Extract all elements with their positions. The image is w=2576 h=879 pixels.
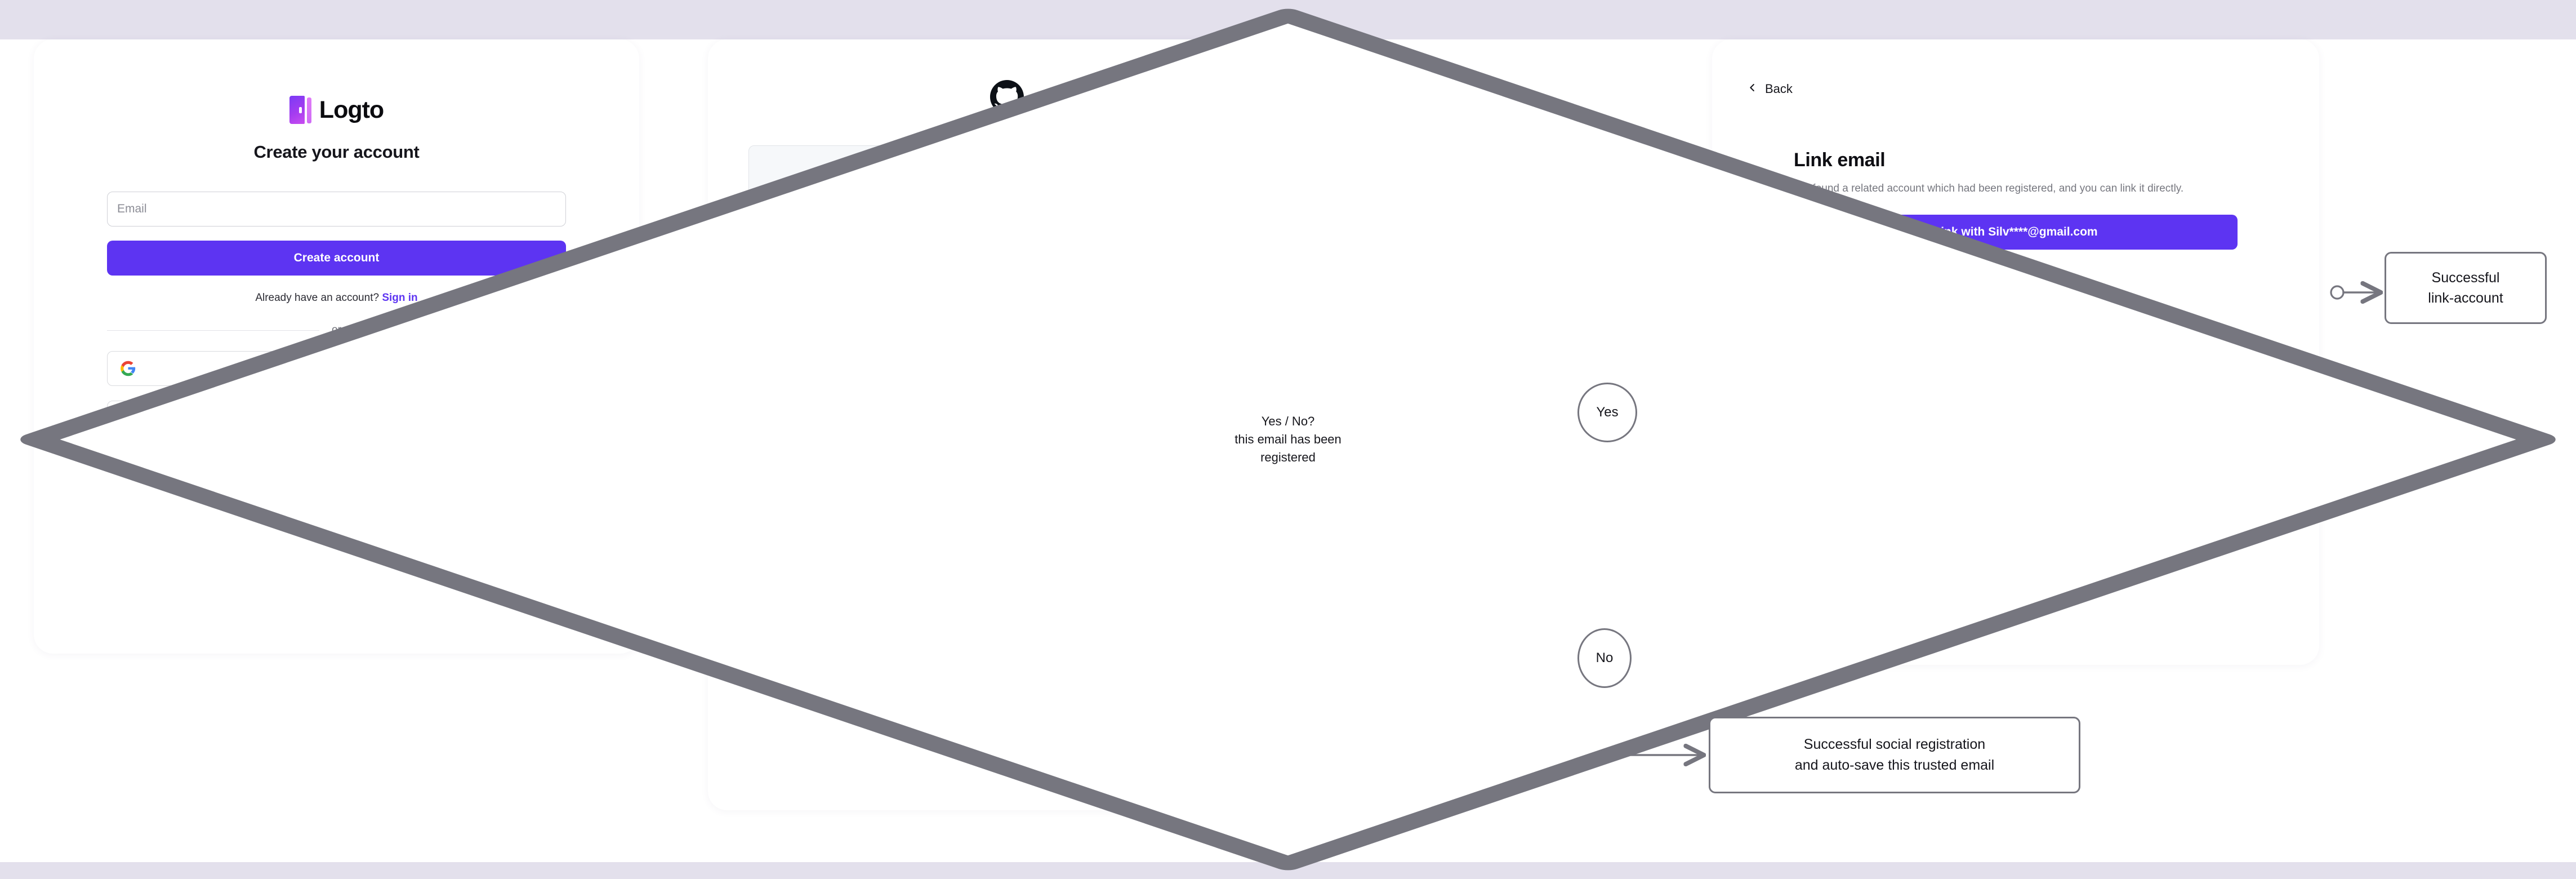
- decision-line-3: registered: [1260, 450, 1316, 464]
- branch-no-node: No: [1577, 628, 1632, 688]
- brand-name: Logto: [319, 96, 384, 123]
- outcome-link-line-2: link-account: [2428, 290, 2503, 306]
- logto-door-icon: [289, 96, 312, 124]
- page-title: Create your account: [253, 142, 420, 162]
- signin-prompt-text: Already have an account?: [255, 292, 380, 304]
- link-email-title: Link email: [1794, 149, 1886, 171]
- google-icon: [120, 361, 136, 377]
- branch-yes-node: Yes: [1577, 383, 1637, 442]
- link-email-description: We found a related account which had bee…: [1794, 183, 2184, 194]
- decision-line-2: this email has been: [1234, 432, 1342, 447]
- branch-yes-label: Yes: [1596, 405, 1619, 420]
- back-button[interactable]: Back: [1747, 82, 1793, 96]
- email-placeholder: Email: [117, 202, 147, 215]
- outcome-link-line-1: Successful: [2431, 269, 2500, 286]
- signin-link[interactable]: Sign in: [382, 292, 418, 304]
- email-input[interactable]: Email: [107, 192, 566, 227]
- outcome-social-registration-box: Successful social registration and auto-…: [1709, 717, 2080, 793]
- decision-line-1: Yes / No?: [1261, 414, 1315, 429]
- logto-logo: Logto: [107, 96, 566, 124]
- outcome-link-account-box: Successful link-account: [2385, 252, 2547, 324]
- create-account-button[interactable]: Create account: [107, 241, 566, 276]
- divider-line-left: [107, 330, 320, 331]
- branch-no-label: No: [1595, 650, 1614, 665]
- outcome-social-line-1: Successful social registration: [1803, 736, 1986, 752]
- signin-prompt: Already have an account? Sign in: [107, 292, 566, 304]
- chevron-left-icon: [1747, 82, 1758, 96]
- back-label: Back: [1765, 82, 1793, 96]
- outcome-social-line-2: and auto-save this trusted email: [1794, 757, 1995, 773]
